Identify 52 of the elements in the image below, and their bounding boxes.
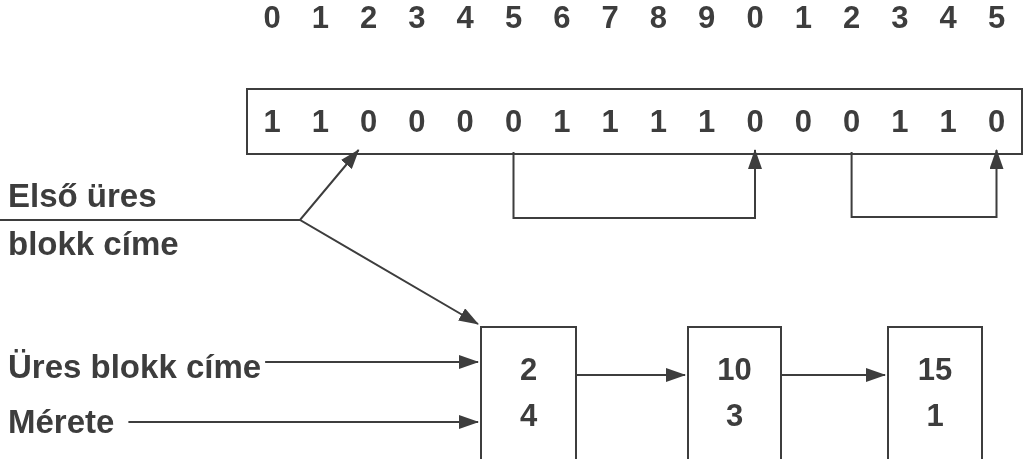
list-node-box (480, 326, 577, 459)
bit-digit: 1 (300, 96, 341, 148)
bit-digit: 0 (445, 96, 486, 148)
bit-digit: 0 (735, 96, 775, 148)
arrow (850, 149, 1004, 218)
arrow (781, 368, 886, 382)
index-number: 1 (793, 0, 813, 36)
pointer-label: Első üres blokk címe (8, 172, 208, 268)
index-number: 8 (648, 0, 668, 36)
size-number: 3 (724, 398, 745, 434)
field-label: Mérete (8, 398, 115, 446)
arrow (0, 219, 479, 325)
index-number: 0 (262, 0, 282, 36)
address-number: 10 (716, 352, 753, 388)
bit-digit: 1 (590, 96, 631, 148)
size-number: 1 (925, 398, 945, 434)
list-node-box (687, 326, 782, 459)
index-number: 4 (455, 0, 475, 36)
bit-digit: 0 (976, 96, 1017, 148)
bit-digit: 1 (686, 96, 727, 148)
field-label: Üres blokk címe (8, 343, 262, 391)
list-node-box (887, 326, 983, 459)
arrow (264, 355, 479, 369)
address-number: 15 (916, 352, 954, 388)
arrow (576, 368, 686, 382)
bit-digit: 1 (928, 96, 969, 148)
bit-digit: 0 (396, 96, 437, 148)
bit-digit: 0 (493, 96, 534, 148)
index-number: 1 (310, 0, 330, 36)
arrow (127, 415, 479, 429)
index-number: 5 (503, 0, 524, 36)
address-number: 2 (518, 352, 539, 388)
index-number: 6 (552, 0, 572, 36)
index-number: 4 (938, 0, 958, 36)
index-number: 9 (697, 0, 717, 36)
index-number: 2 (358, 0, 379, 36)
index-number: 3 (890, 0, 910, 36)
bit-digit: 1 (879, 96, 920, 148)
bit-digit: 1 (541, 96, 582, 148)
index-number: 0 (745, 0, 765, 36)
bit-digit: 1 (252, 96, 292, 148)
index-number: 2 (841, 0, 862, 36)
bit-digit: 0 (831, 96, 872, 148)
index-number: 3 (407, 0, 427, 36)
arrow (512, 149, 762, 219)
bit-digit: 0 (348, 96, 389, 148)
index-number: 7 (600, 0, 620, 36)
bit-digit: 0 (783, 96, 824, 148)
bitmap-bar (246, 88, 1023, 155)
bit-digit: 1 (638, 96, 679, 148)
index-number: 5 (986, 0, 1007, 36)
size-number: 4 (518, 398, 539, 434)
